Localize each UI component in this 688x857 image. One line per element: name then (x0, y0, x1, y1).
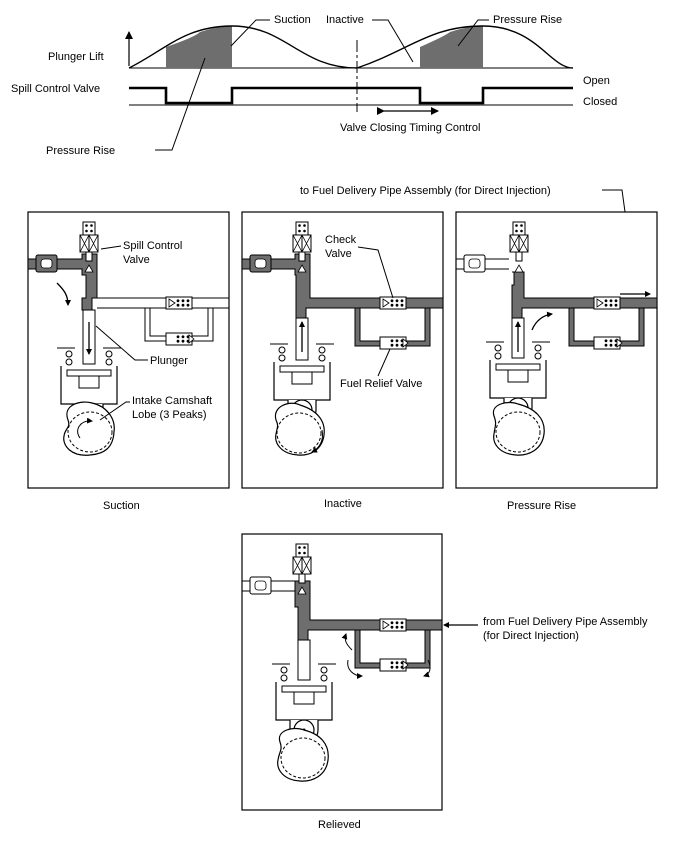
label-pressure-rise-left: Pressure Rise (46, 145, 115, 157)
label-pressure-rise-top: Pressure Rise (493, 14, 562, 26)
panel-pressure-rise-frame (455, 211, 658, 489)
label-spill-control-1: Spill Control (123, 240, 182, 252)
leader-inactive (372, 19, 414, 63)
panel-relieved-frame (241, 533, 443, 811)
label-check-valve-1: Check (325, 234, 357, 246)
panel-pressure-rise: Pressure Rise (455, 211, 658, 512)
label-spill-control-valve: Spill Control Valve (11, 83, 100, 95)
label-check-valve-2: Valve (325, 248, 352, 260)
plunger-lift-curve (128, 25, 574, 69)
label-from-fuel-delivery-1: from Fuel Delivery Pipe Assembly (483, 616, 648, 628)
panel-suction: Spill Control Valve Plunger Intake Camsh… (27, 211, 230, 512)
label-intake-camshaft-1: Intake Camshaft (132, 395, 212, 407)
panel-suction-frame (27, 211, 230, 489)
panel-inactive-frame (241, 211, 444, 489)
caption-relieved: Relieved (318, 819, 361, 831)
label-from-fuel-delivery-2: (for Direct Injection) (483, 630, 579, 642)
timing-chart: Plunger Lift Spill Control Valve Suction… (11, 14, 617, 157)
pressure-rise-area-2 (420, 26, 483, 68)
leader-pressure-rise-left (155, 57, 206, 151)
label-open: Open (583, 75, 610, 87)
pressure-rise-area-1 (166, 26, 232, 68)
caption-inactive: Inactive (324, 498, 362, 510)
label-plunger: Plunger (150, 355, 188, 367)
label-plunger-lift: Plunger Lift (48, 51, 104, 63)
label-closed: Closed (583, 96, 617, 108)
label-valve-closing-timing: Valve Closing Timing Control (340, 122, 480, 134)
label-inactive: Inactive (326, 14, 364, 26)
caption-suction: Suction (103, 500, 140, 512)
leader-suction (230, 19, 270, 47)
label-suction: Suction (274, 14, 311, 26)
panel-inactive: Check Valve Fuel Relief Valve Inactive (241, 211, 444, 510)
caption-pressure-rise: Pressure Rise (507, 500, 576, 512)
label-spill-control-2: Valve (123, 254, 150, 266)
spill-valve-signal (129, 86, 573, 105)
panel-relieved: from Fuel Delivery Pipe Assembly (for Di… (241, 533, 648, 831)
label-intake-camshaft-2: Lobe (3 Peaks) (132, 409, 207, 421)
label-fuel-relief-valve: Fuel Relief Valve (340, 378, 422, 390)
label-to-fuel-delivery: to Fuel Delivery Pipe Assembly (for Dire… (300, 185, 551, 197)
leader-pressure-rise-top (457, 19, 489, 47)
